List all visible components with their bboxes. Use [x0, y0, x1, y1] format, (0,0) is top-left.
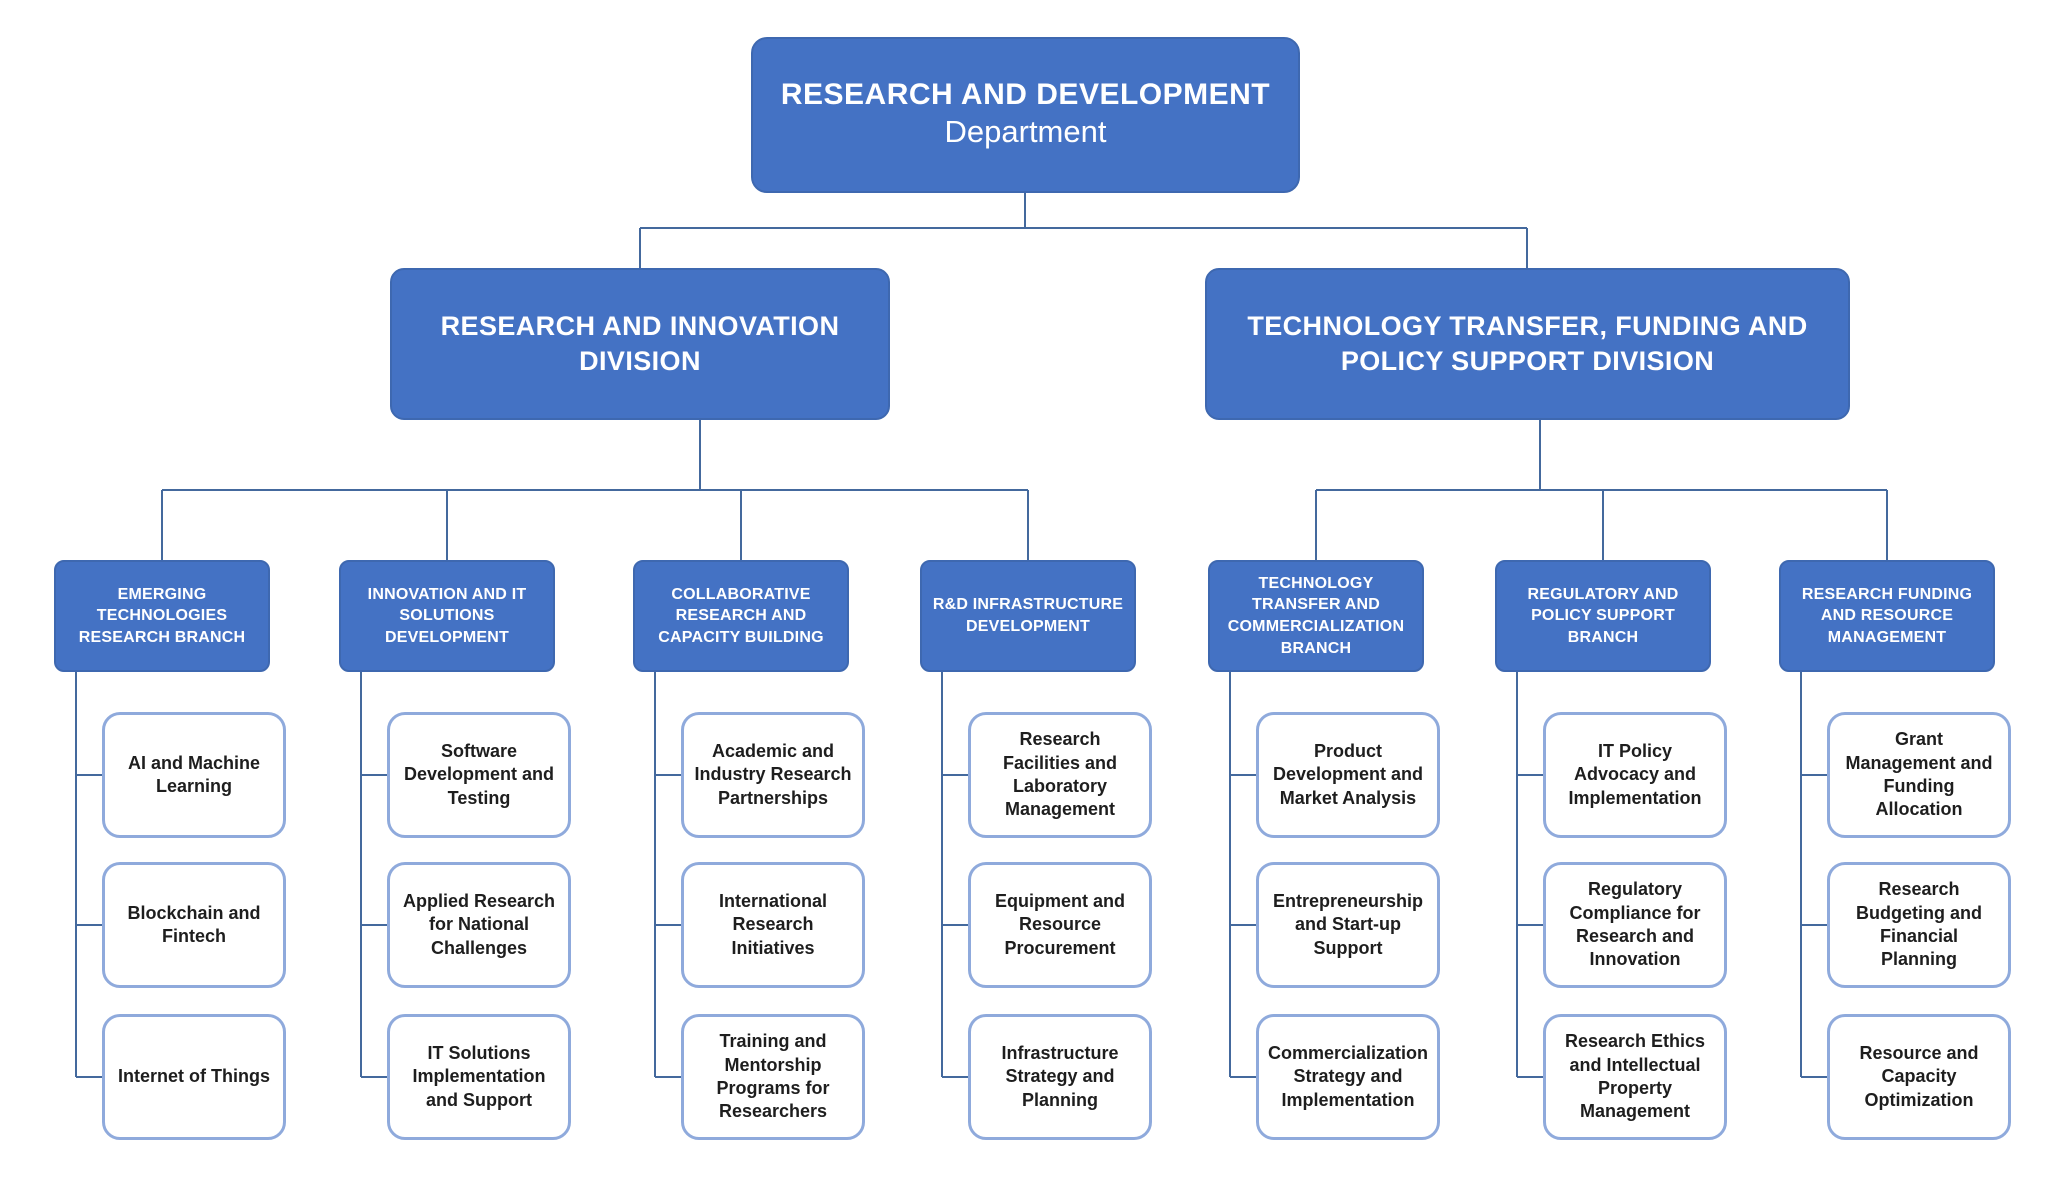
branch-column-innovation-it-solutions: INNOVATION AND IT SOLUTIONS DEVELOPMENT …: [339, 560, 571, 1160]
unit-training-mentorship-programs: Training and Mentorship Programs for Res…: [681, 1014, 865, 1140]
root-node: RESEARCH AND DEVELOPMENT Department: [751, 37, 1300, 193]
branch-technology-transfer-commercialization: TECHNOLOGY TRANSFER AND COMMERCIALIZATIO…: [1208, 560, 1424, 672]
branch-collaborative-research: COLLABORATIVE RESEARCH AND CAPACITY BUIL…: [633, 560, 849, 672]
unit-blockchain-fintech: Blockchain and Fintech: [102, 862, 286, 988]
branch-emerging-technologies: EMERGING TECHNOLOGIES RESEARCH BRANCH: [54, 560, 270, 672]
division-research-innovation: RESEARCH AND INNOVATION DIVISION: [390, 268, 890, 420]
unit-regulatory-compliance-research-innovation: Regulatory Compliance for Research and I…: [1543, 862, 1727, 988]
branch-regulatory-policy-support: REGULATORY AND POLICY SUPPORT BRANCH: [1495, 560, 1711, 672]
unit-product-development-market-analysis: Product Development and Market Analysis: [1256, 712, 1440, 838]
unit-applied-research-national-challenges: Applied Research for National Challenges: [387, 862, 571, 988]
root-subtitle: Department: [944, 113, 1107, 149]
unit-research-budgeting-financial-planning: Research Budgeting and Financial Plannin…: [1827, 862, 2011, 988]
branch-rd-infrastructure: R&D INFRASTRUCTURE DEVELOPMENT: [920, 560, 1136, 672]
unit-it-solutions-implementation-support: IT Solutions Implementation and Support: [387, 1014, 571, 1140]
unit-grant-management-funding-allocation: Grant Management and Funding Allocation: [1827, 712, 2011, 838]
branch-column-emerging-technologies: EMERGING TECHNOLOGIES RESEARCH BRANCH AI…: [54, 560, 286, 1160]
unit-entrepreneurship-startup-support: Entrepreneurship and Start-up Support: [1256, 862, 1440, 988]
unit-it-policy-advocacy-implementation: IT Policy Advocacy and Implementation: [1543, 712, 1727, 838]
branch-research-funding-resource: RESEARCH FUNDING AND RESOURCE MANAGEMENT: [1779, 560, 1995, 672]
branch-column-collaborative-research: COLLABORATIVE RESEARCH AND CAPACITY BUIL…: [633, 560, 865, 1160]
unit-commercialization-strategy-implementation: Commercialization Strategy and Implement…: [1256, 1014, 1440, 1140]
unit-academic-industry-partnerships: Academic and Industry Research Partnersh…: [681, 712, 865, 838]
branch-column-rd-infrastructure: R&D INFRASTRUCTURE DEVELOPMENT Research …: [920, 560, 1152, 1160]
unit-research-ethics-ip-management: Research Ethics and Intellectual Propert…: [1543, 1014, 1727, 1140]
unit-ai-machine-learning: AI and Machine Learning: [102, 712, 286, 838]
division-technology-transfer: TECHNOLOGY TRANSFER, FUNDING AND POLICY …: [1205, 268, 1850, 420]
unit-software-development-testing: Software Development and Testing: [387, 712, 571, 838]
unit-resource-capacity-optimization: Resource and Capacity Optimization: [1827, 1014, 2011, 1140]
unit-research-facilities-laboratory: Research Facilities and Laboratory Manag…: [968, 712, 1152, 838]
branch-column-research-funding-resource: RESEARCH FUNDING AND RESOURCE MANAGEMENT…: [1779, 560, 2011, 1160]
unit-infrastructure-strategy-planning: Infrastructure Strategy and Planning: [968, 1014, 1152, 1140]
branch-column-technology-transfer-commercialization: TECHNOLOGY TRANSFER AND COMMERCIALIZATIO…: [1208, 560, 1440, 1160]
unit-international-research-initiatives: International Research Initiatives: [681, 862, 865, 988]
root-title: RESEARCH AND DEVELOPMENT: [780, 78, 1271, 112]
unit-internet-of-things: Internet of Things: [102, 1014, 286, 1140]
unit-equipment-resource-procurement: Equipment and Resource Procurement: [968, 862, 1152, 988]
branch-innovation-it-solutions: INNOVATION AND IT SOLUTIONS DEVELOPMENT: [339, 560, 555, 672]
branch-column-regulatory-policy-support: REGULATORY AND POLICY SUPPORT BRANCH IT …: [1495, 560, 1727, 1160]
